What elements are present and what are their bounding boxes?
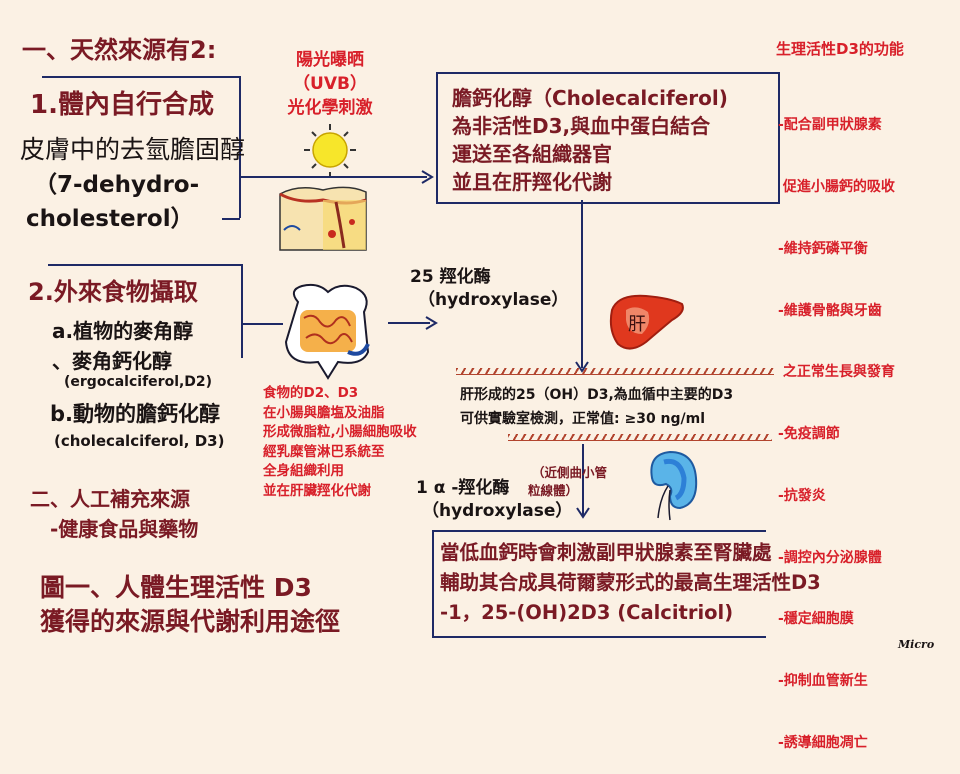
hatch-line-bottom bbox=[508, 434, 772, 441]
arrow-line-food bbox=[243, 323, 283, 325]
function-item: -維持鈣磷平衡 bbox=[778, 240, 868, 257]
calcitriol-line: -1，25-(OH)2D3 (Calcitriol) bbox=[440, 601, 734, 624]
liver-product-line1: 肝形成的25（OH）D3,為血循中主要的D3 bbox=[460, 387, 734, 403]
arrow-line-intestine bbox=[388, 322, 430, 324]
arrow-line-skin bbox=[241, 176, 427, 178]
signature: Micro bbox=[898, 638, 935, 651]
sunlight-line3: 光化學刺激 bbox=[287, 98, 373, 118]
function-item: -抗發炎 bbox=[778, 487, 826, 504]
arrow-line-vertical-2 bbox=[582, 444, 584, 516]
sunlight-label: 陽光曝晒 （UVB） 光化學刺激 bbox=[275, 48, 385, 120]
sunlight-line2: （UVB） bbox=[293, 74, 367, 94]
skin-icon bbox=[279, 186, 367, 251]
item2-a-line1: a.植物的麥角醇 bbox=[52, 319, 194, 343]
absorption-line: 在小腸與膽塩及油脂 bbox=[263, 404, 385, 421]
function-item: 之正常生長與發育 bbox=[778, 364, 895, 381]
function-item: -維護骨骼與牙齒 bbox=[778, 302, 882, 319]
cholecalciferol-line: 膽鈣化醇（Cholecalciferol) bbox=[452, 86, 728, 110]
liver-product-line2: 可供實驗室檢測，正常值: ≥30 ng/ml bbox=[460, 411, 706, 427]
caption-line1: 圖一、人體生理活性 D3 bbox=[40, 573, 312, 602]
cholecalciferol-text: 膽鈣化醇（Cholecalciferol) 為非活性D3,與血中蛋白結合 運送至… bbox=[452, 84, 728, 196]
function-item: -配合副甲狀腺素 bbox=[778, 117, 882, 134]
intestine-icon bbox=[284, 283, 370, 380]
item2-b-line2: (cholecalciferol, D3) bbox=[54, 432, 225, 450]
calcitriol-line: 輔助其合成具荷爾蒙形式的最高生理活性D3 bbox=[440, 571, 821, 594]
function-item: -調控內分泌腺體 bbox=[778, 549, 882, 566]
item1-line1: 皮膚中的去氫膽固醇 bbox=[20, 135, 246, 164]
section1-heading: 一、天然來源有2: bbox=[22, 36, 217, 64]
bracket-right-2 bbox=[241, 264, 243, 358]
arrow-head-skin-icon bbox=[421, 170, 434, 184]
arrow-head-down-2-icon bbox=[576, 507, 590, 519]
bracket-right-1 bbox=[239, 76, 241, 218]
calcitriol-box bbox=[432, 530, 766, 638]
artificial-line2: -健康食品與藥物 bbox=[50, 517, 199, 541]
absorption-line: 經乳糜管淋巴系統至 bbox=[263, 443, 385, 460]
hatch-line-top bbox=[456, 368, 774, 375]
item1-line3: cholesterol） bbox=[26, 206, 194, 232]
calcitriol-text: 當低血鈣時會刺激副甲狀腺素至腎臟處 輔助其合成具荷爾蒙形式的最高生理活性D3 -… bbox=[440, 538, 821, 628]
function-item: 促進小腸鈣的吸收 bbox=[778, 178, 895, 195]
caption-line2: 獲得的來源與代謝利用途徑 bbox=[40, 607, 341, 636]
kidney-icon bbox=[650, 450, 698, 521]
enzyme1a-line1: 1 α -羥化酶 bbox=[416, 478, 510, 498]
absorption-line: 全身組織利用 bbox=[263, 463, 344, 480]
bracket-top-1 bbox=[42, 76, 240, 78]
cholecalciferol-line: 並且在肝羥化代謝 bbox=[452, 170, 612, 194]
function-item: -穩定細胞膜 bbox=[778, 611, 854, 628]
functions-title: 生理活性D3的功能 bbox=[776, 40, 904, 58]
absorption-line: 並在肝臟羥化代謝 bbox=[263, 482, 371, 499]
liver-label: 肝 bbox=[628, 314, 646, 335]
function-item: -免疫調節 bbox=[778, 426, 840, 443]
enzyme25-line2: （hydroxylase） bbox=[418, 290, 569, 310]
arrow-head-intestine-icon bbox=[425, 316, 438, 330]
cholecalciferol-box bbox=[436, 72, 780, 204]
enzyme1a-line2: （hydroxylase） bbox=[422, 501, 573, 521]
calcitriol-line: 當低血鈣時會刺激副甲狀腺素至腎臟處 bbox=[440, 541, 772, 564]
item1-line2: （7-dehydro- bbox=[34, 172, 200, 198]
absorption-line: 食物的D2、D3 bbox=[263, 385, 359, 401]
item2-b-line1: b.動物的膽鈣化醇 bbox=[50, 402, 221, 426]
arrow-line-vertical-1 bbox=[581, 200, 583, 368]
enzyme25-line1: 25 羥化酶 bbox=[410, 267, 491, 287]
item2-title: 2.外來食物攝取 bbox=[28, 278, 198, 306]
function-item: -抑制血管新生 bbox=[778, 673, 868, 690]
bracket-top-2 bbox=[48, 264, 242, 266]
liver-icon: 肝 bbox=[609, 294, 684, 350]
item1-title: 1.體內自行合成 bbox=[30, 90, 214, 120]
cholecalciferol-line: 為非活性D3,與血中蛋白結合 bbox=[452, 114, 711, 138]
bracket-bottom-1 bbox=[222, 218, 240, 220]
functions-list: -配合副甲狀腺素 促進小腸鈣的吸收 -維持鈣磷平衡 -維護骨骼與牙齒 之正常生長… bbox=[778, 74, 895, 774]
cholecalciferol-line: 運送至各組織器官 bbox=[452, 142, 612, 166]
artificial-line1: 二、人工補充來源 bbox=[30, 487, 190, 511]
item2-a-line3: (ergocalciferol,D2) bbox=[64, 374, 213, 390]
absorption-text: 食物的D2、D3 在小腸與膽塩及油脂 形成微脂粒,小腸細胞吸收 經乳糜管淋巴系統… bbox=[263, 384, 417, 502]
enzyme1a-note2: 粒線體） bbox=[528, 483, 579, 498]
sunlight-line1: 陽光曝晒 bbox=[296, 50, 364, 70]
enzyme1a-note1: （近側曲小管 bbox=[532, 465, 608, 480]
absorption-line: 形成微脂粒,小腸細胞吸收 bbox=[263, 424, 417, 441]
function-item: -誘導細胞凋亡 bbox=[778, 735, 868, 751]
sun-icon bbox=[304, 124, 356, 176]
item2-a-line2: 、麥角鈣化醇 bbox=[52, 349, 172, 373]
